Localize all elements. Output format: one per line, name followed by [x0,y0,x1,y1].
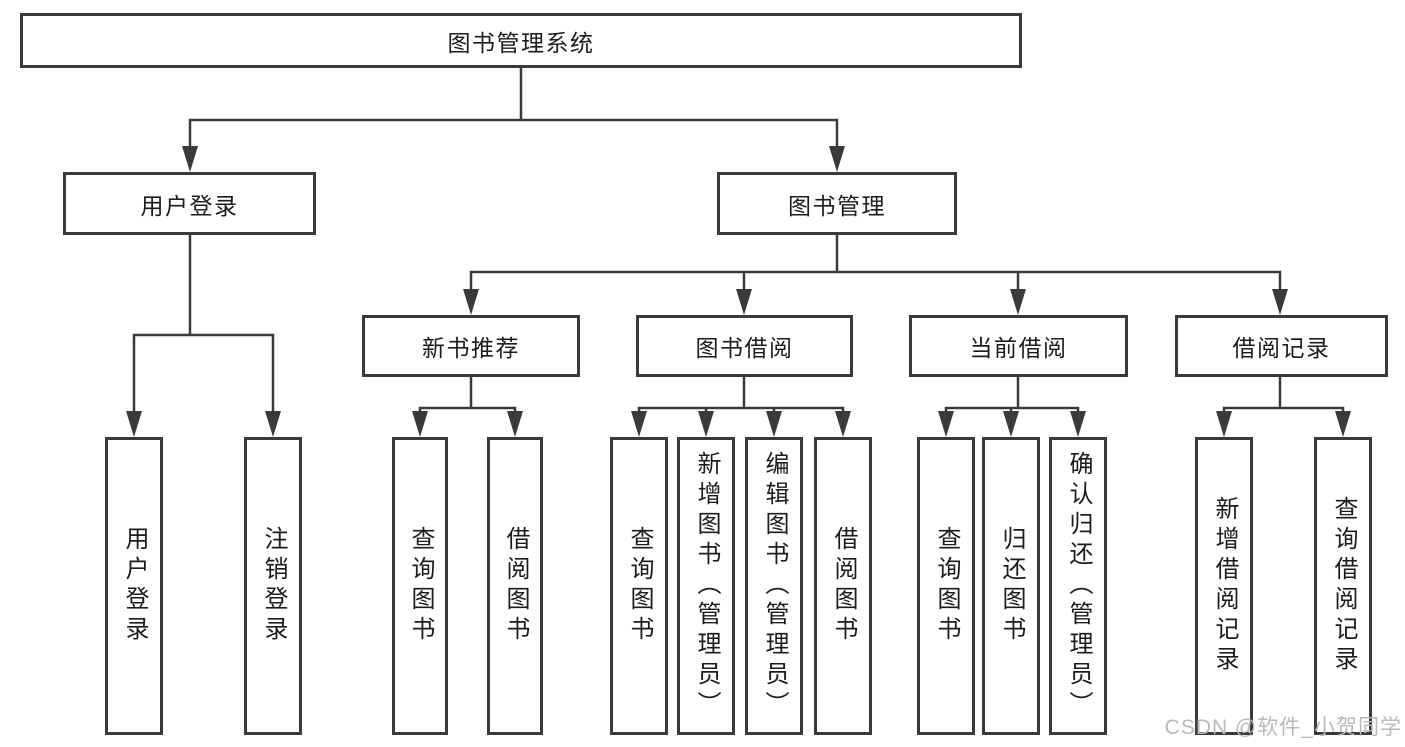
node-label: 新增借阅记录 [1211,496,1238,676]
leaf-user-login: 用户登录 [105,437,163,735]
node-borrow-records: 借阅记录 [1175,315,1388,377]
arrowhead-icon [507,411,523,437]
connector-book-mgmt-to-level3 [469,233,1282,293]
arrowhead-icon [736,289,752,315]
arrowhead-icon [938,411,954,437]
arrowheads [126,146,1351,437]
arrowhead-icon [412,411,428,437]
arrowhead-icon [265,411,281,437]
node-label: 查询图书 [407,526,434,646]
arrowhead-icon [463,289,479,315]
arrowhead-icon [829,146,845,172]
arrowhead-icon [1010,289,1026,315]
connector-borrow-record-to-leaves [1222,375,1345,415]
arrowhead-icon [182,146,198,172]
arrowhead-icon [835,411,851,437]
node-label: 用户登录 [121,526,148,646]
arrowhead-icon [766,411,782,437]
arrowhead-icon [1272,289,1288,315]
node-label: 图书管理系统 [447,29,595,56]
arrowhead-icon [1216,411,1232,437]
node-library-management-system: 图书管理系统 [20,13,1022,68]
connector-root-to-level2 [188,66,839,149]
connector-current-borrow-to-leaves [944,375,1080,415]
node-book-borrow: 图书借阅 [636,315,853,377]
csdn-watermark: CSDN @软件_小贺同学 [1164,716,1402,739]
node-label: 归还图书 [998,526,1025,646]
arrowhead-icon [1335,411,1351,437]
leaf-add-books-admin: 新增图书（管理员） [677,437,735,735]
node-label: 查询图书 [626,526,653,646]
leaf-query-books: 查询图书 [917,437,975,735]
leaf-borrow-books: 借阅图书 [487,437,543,735]
node-label: 确认归还（管理员） [1065,451,1092,721]
leaf-query-books: 查询图书 [392,437,448,735]
leaf-query-books: 查询图书 [610,437,668,735]
leaf-return-books: 归还图书 [982,437,1040,735]
node-label: 用户登录 [140,192,239,219]
leaf-query-borrow-record: 查询借阅记录 [1314,437,1372,735]
node-label: 编辑图书（管理员） [761,451,788,721]
node-label: 新书推荐 [422,335,520,361]
leaf-confirm-return-admin: 确认归还（管理员） [1049,437,1107,735]
connector-book-borrow-to-leaves [637,375,845,415]
node-label: 查询图书 [933,526,960,646]
node-user-login: 用户登录 [63,172,316,235]
arrowhead-icon [126,411,142,437]
node-label: 借阅图书 [830,526,857,646]
node-label: 图书管理 [788,192,886,219]
leaf-add-borrow-record: 新增借阅记录 [1195,437,1253,735]
connector-user-login-to-leaves [132,233,275,415]
connector-new-book-to-leaves [418,375,517,415]
node-label: 借阅记录 [1232,335,1331,361]
arrowhead-icon [631,411,647,437]
node-label: 新增图书（管理员） [693,451,720,721]
node-label: 查询借阅记录 [1330,496,1357,676]
leaf-edit-books-admin: 编辑图书（管理员） [745,437,803,735]
node-label: 当前借阅 [969,335,1068,361]
leaf-logout: 注销登录 [244,437,302,735]
arrowhead-icon [1003,411,1019,437]
node-new-book-recommend: 新书推荐 [362,315,580,377]
node-label: 借阅图书 [502,526,529,646]
leaf-borrow-books: 借阅图书 [814,437,872,735]
node-book-management: 图书管理 [717,172,957,235]
node-label: 注销登录 [260,526,287,646]
arrowhead-icon [1070,411,1086,437]
node-current-borrow: 当前借阅 [909,315,1128,377]
arrowhead-icon [698,411,714,437]
node-label: 图书借阅 [695,335,794,361]
